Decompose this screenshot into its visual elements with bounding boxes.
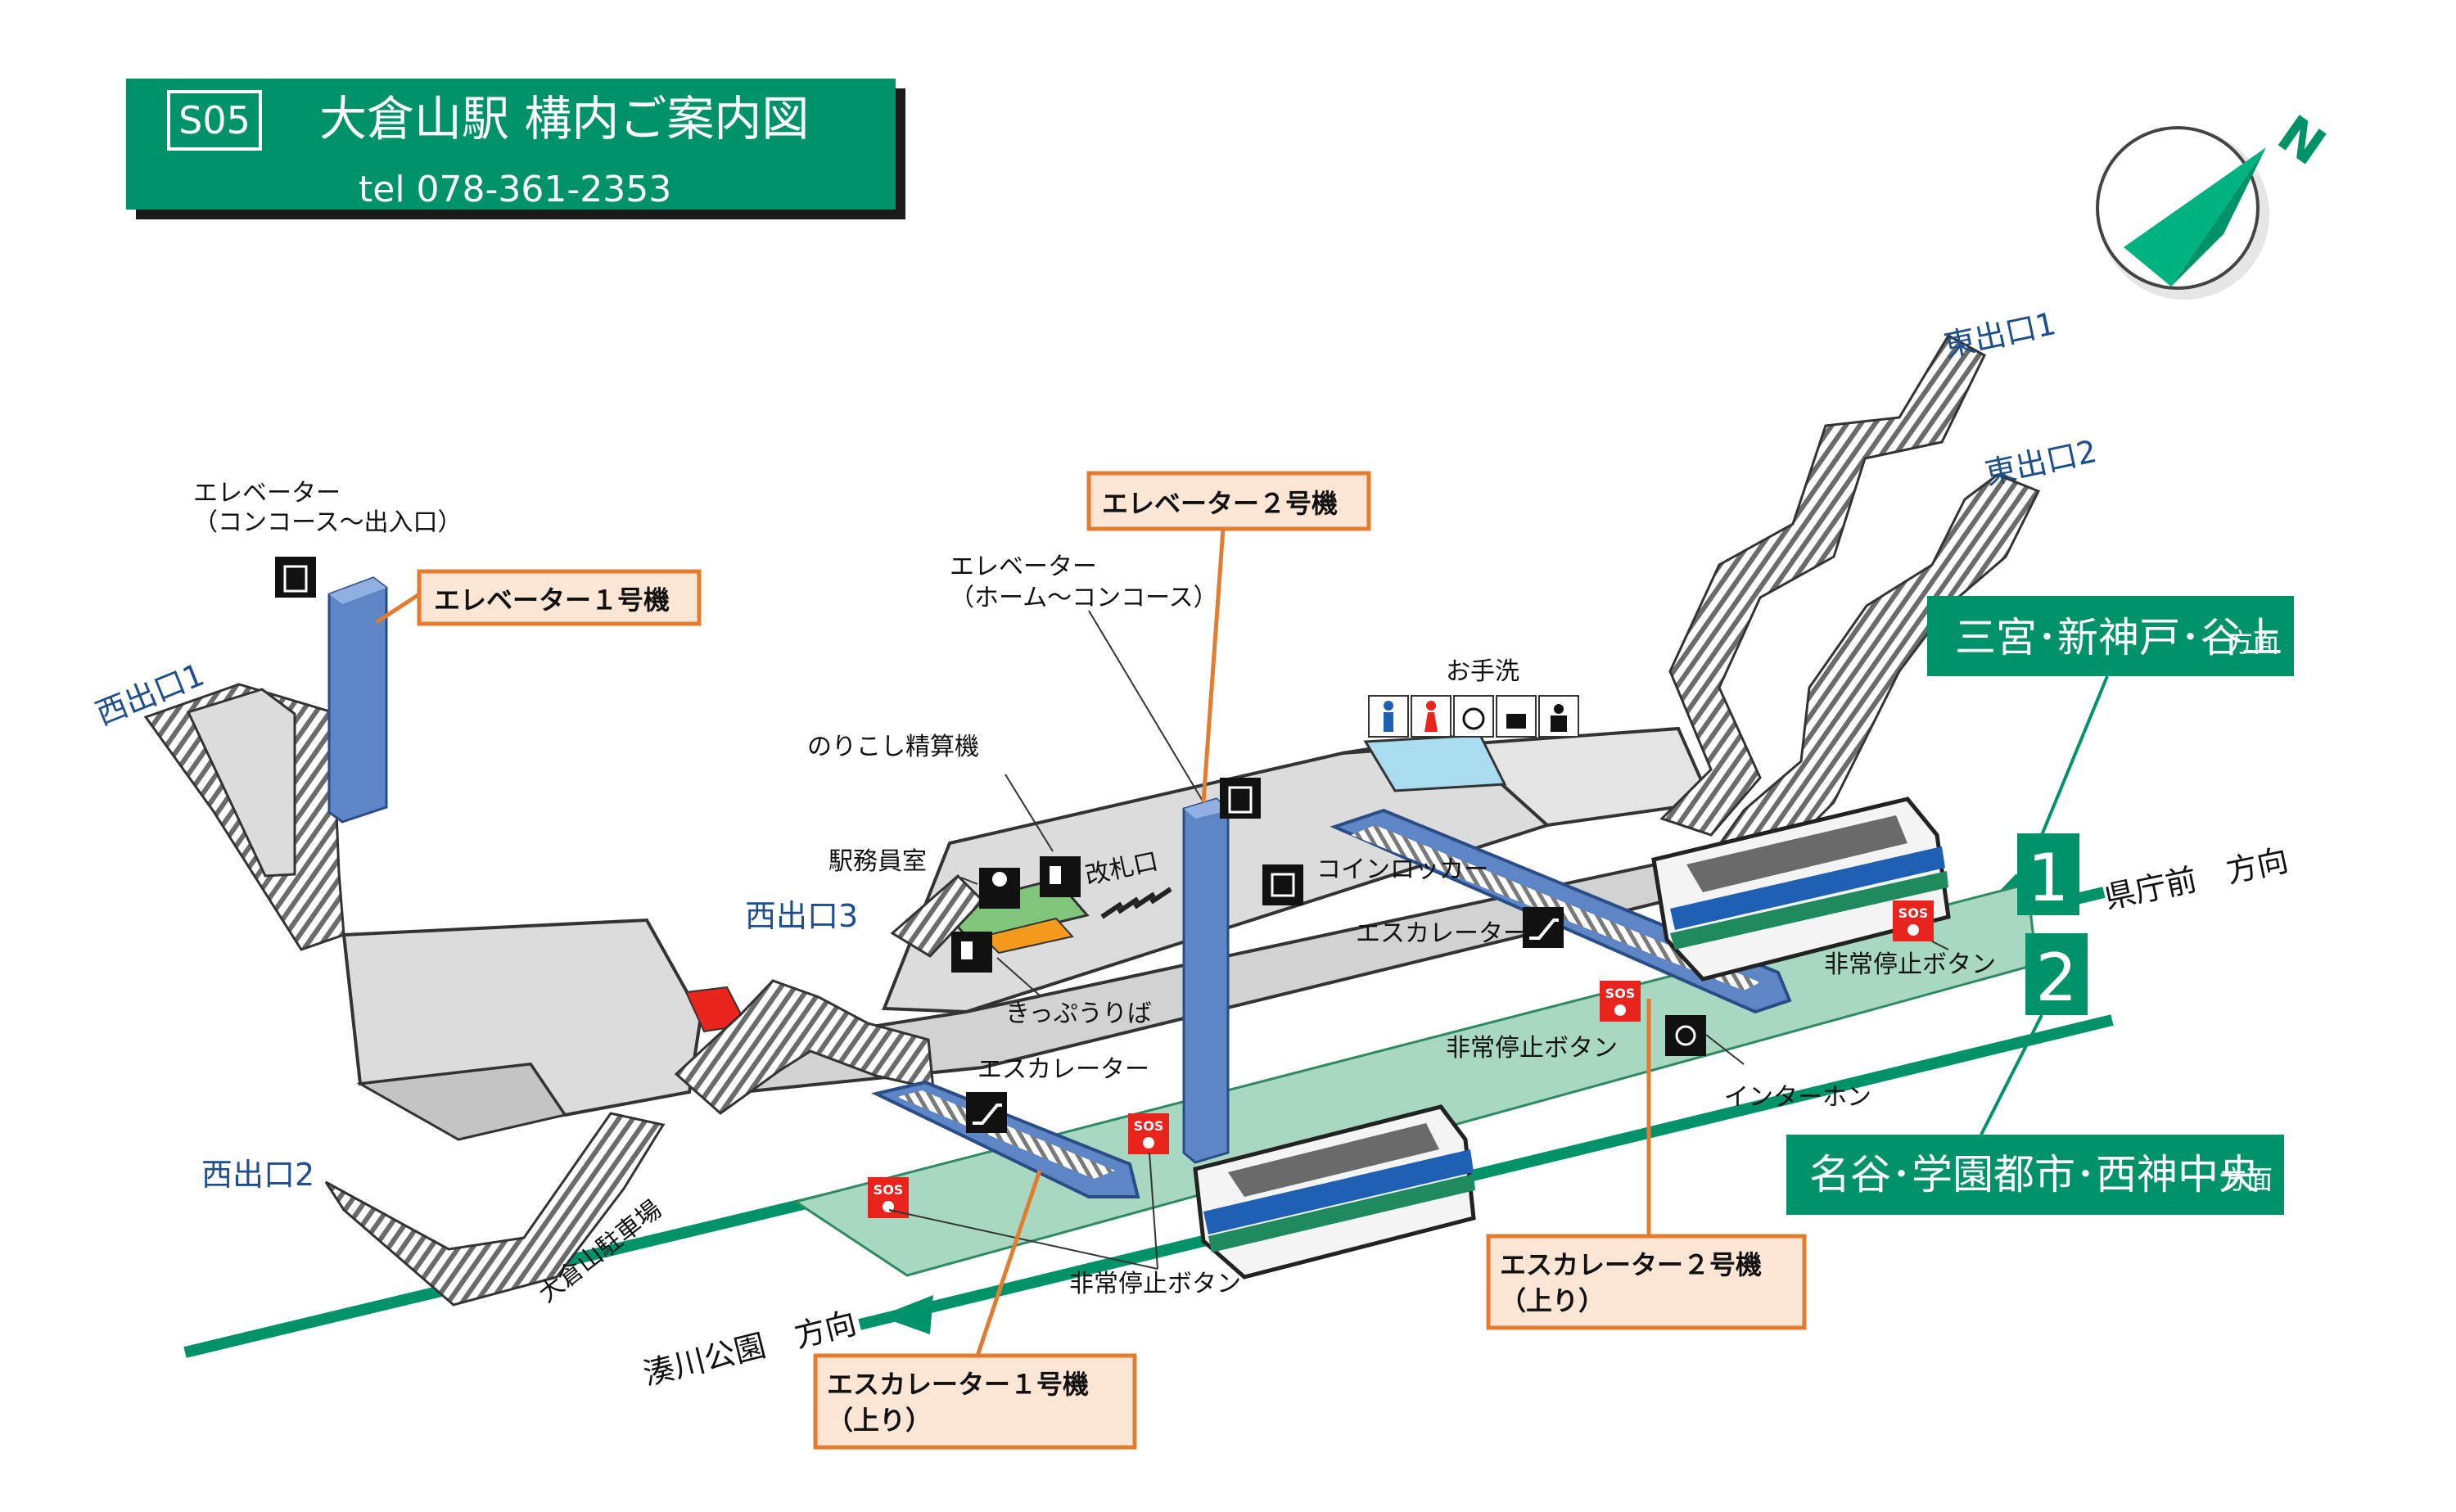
elevators xyxy=(327,576,1230,1164)
svg-text:方面: 方面 xyxy=(2227,627,2279,658)
train-upper xyxy=(1651,797,1951,982)
header-panel xyxy=(126,79,896,210)
exit-west-2-label: 西出口2 xyxy=(201,1157,314,1193)
intercom-icon xyxy=(1665,1015,1706,1056)
concourse xyxy=(341,726,1769,1141)
womens-toilet-icon xyxy=(1426,701,1436,711)
svg-text:方面: 方面 xyxy=(2220,1164,2273,1195)
intercom-label: インターホン xyxy=(1724,1083,1871,1112)
callout-lines xyxy=(375,528,1651,1356)
station-code: S05 xyxy=(178,98,251,142)
svg-text:1: 1 xyxy=(2028,840,2070,916)
coin-locker-icon xyxy=(1262,864,1303,905)
telephone: tel 078-361-2353 xyxy=(359,169,671,210)
exit-east-1-label: 東出口1 xyxy=(1941,305,2059,364)
svg-text:エスカレーター２号機: エスカレーター２号機 xyxy=(1500,1249,1762,1280)
coin-locker-label: コインロッカー xyxy=(1316,855,1488,884)
stairways xyxy=(143,333,2041,1307)
baby-changing-icon xyxy=(1506,714,1526,729)
toilet-icons xyxy=(1368,695,1579,738)
sos-button-icon: SOS xyxy=(1128,1113,1169,1154)
emergency-stop-lower-label: 非常停止ボタン xyxy=(1069,1270,1241,1298)
callout-elevator2: エレベーター２号機 xyxy=(1086,471,1371,531)
svg-text:SOS: SOS xyxy=(874,1182,904,1198)
direction-kencho-label: 県庁前 方向 xyxy=(2102,842,2291,915)
svg-text:エレベーター１号機: エレベーター１号機 xyxy=(434,584,670,616)
header: S05 大倉山駅 構内ご案内図 tel 078-361-2353 xyxy=(126,79,905,219)
escalator-icon xyxy=(966,1092,1007,1133)
accessible-toilet-icon xyxy=(1462,707,1485,730)
emergency-stop-right-label: 非常停止ボタン xyxy=(1824,950,1996,979)
destination-2: 名谷･学園都市･西神中央 方面 xyxy=(1786,1135,2284,1215)
svg-text:三宮･新神戸･谷上: 三宮･新神戸･谷上 xyxy=(1955,614,2282,661)
escalator-lower-label: エスカレーター xyxy=(977,1055,1149,1084)
svg-text:名谷･学園都市･西神中央: 名谷･学園都市･西神中央 xyxy=(1809,1151,2260,1198)
track-2-badge: 2 xyxy=(2025,933,2088,1016)
station-office-label: 駅務員室 xyxy=(828,847,927,876)
exit-east-2-label: 東出口2 xyxy=(1982,433,2100,492)
sos-button-icon: SOS xyxy=(868,1177,909,1218)
train-lower xyxy=(1193,1104,1476,1280)
sos-button-icon: SOS xyxy=(1893,900,1934,941)
callout-escalator1: エスカレーター１号機 （上り） xyxy=(813,1353,1137,1450)
ticket-gate-icon xyxy=(1100,887,1172,919)
svg-text:2: 2 xyxy=(2036,940,2078,1016)
direction-lines xyxy=(1980,675,2109,1135)
leader-lines xyxy=(888,610,1949,1270)
destination-1: 三宮･新神戸･谷上 方面 xyxy=(1927,596,2294,676)
station-code-box xyxy=(167,90,262,151)
elevator-home-label: エレベーター xyxy=(950,553,1097,581)
ostomate-icon xyxy=(1554,704,1564,714)
elevator-concourse-label-sub: （コンコース～出入口） xyxy=(193,508,463,537)
compass-north-letter: N xyxy=(2267,103,2336,177)
elevator-home-label-sub: （ホーム～コンコース） xyxy=(950,584,1218,612)
emergency-stop-middle-label: 非常停止ボタン xyxy=(1446,1034,1618,1063)
fare-adjust-label: のりこし精算機 xyxy=(807,733,979,761)
svg-text:エスカレーター１号機: エスカレーター１号機 xyxy=(827,1369,1089,1400)
callout-elevator1: エレベーター１号機 xyxy=(417,569,702,626)
svg-text:（上り）: （上り） xyxy=(827,1405,932,1436)
sos-button-icon: SOS xyxy=(1600,981,1641,1022)
escalator-icon xyxy=(1523,907,1564,948)
facility-labels: エレベーター （コンコース～出入口） エレベーター （ホーム～コンコース） のり… xyxy=(193,479,1996,1308)
facility-icons: SOS SOS SOS SOS xyxy=(275,557,1934,1218)
mens-toilet-icon xyxy=(1384,701,1393,711)
elevator-2-shaft xyxy=(1182,797,1230,1164)
track-1-badge: 1 xyxy=(2017,833,2079,916)
svg-text:エレベーター２号機: エレベーター２号機 xyxy=(1102,488,1338,519)
svg-text:（上り）: （上り） xyxy=(1500,1285,1605,1316)
elevator-concourse-label: エレベーター xyxy=(193,479,341,508)
ticket-machine-label: きっぷうりば xyxy=(1005,1000,1152,1028)
toilet-label: お手洗 xyxy=(1446,657,1519,686)
escalator-upper-label: エスカレーター xyxy=(1356,919,1528,948)
exit-west-3-label: 西出口3 xyxy=(745,898,858,934)
compass: N xyxy=(2096,103,2336,300)
elevator-1-shaft xyxy=(327,576,388,824)
svg-text:SOS: SOS xyxy=(1134,1118,1164,1134)
callout-escalator2: エスカレーター２号機 （上り） xyxy=(1486,1234,1807,1330)
svg-text:SOS: SOS xyxy=(1898,905,1929,921)
page-title: 大倉山駅 構内ご案内図 xyxy=(319,91,809,147)
svg-text:SOS: SOS xyxy=(1605,986,1636,1001)
